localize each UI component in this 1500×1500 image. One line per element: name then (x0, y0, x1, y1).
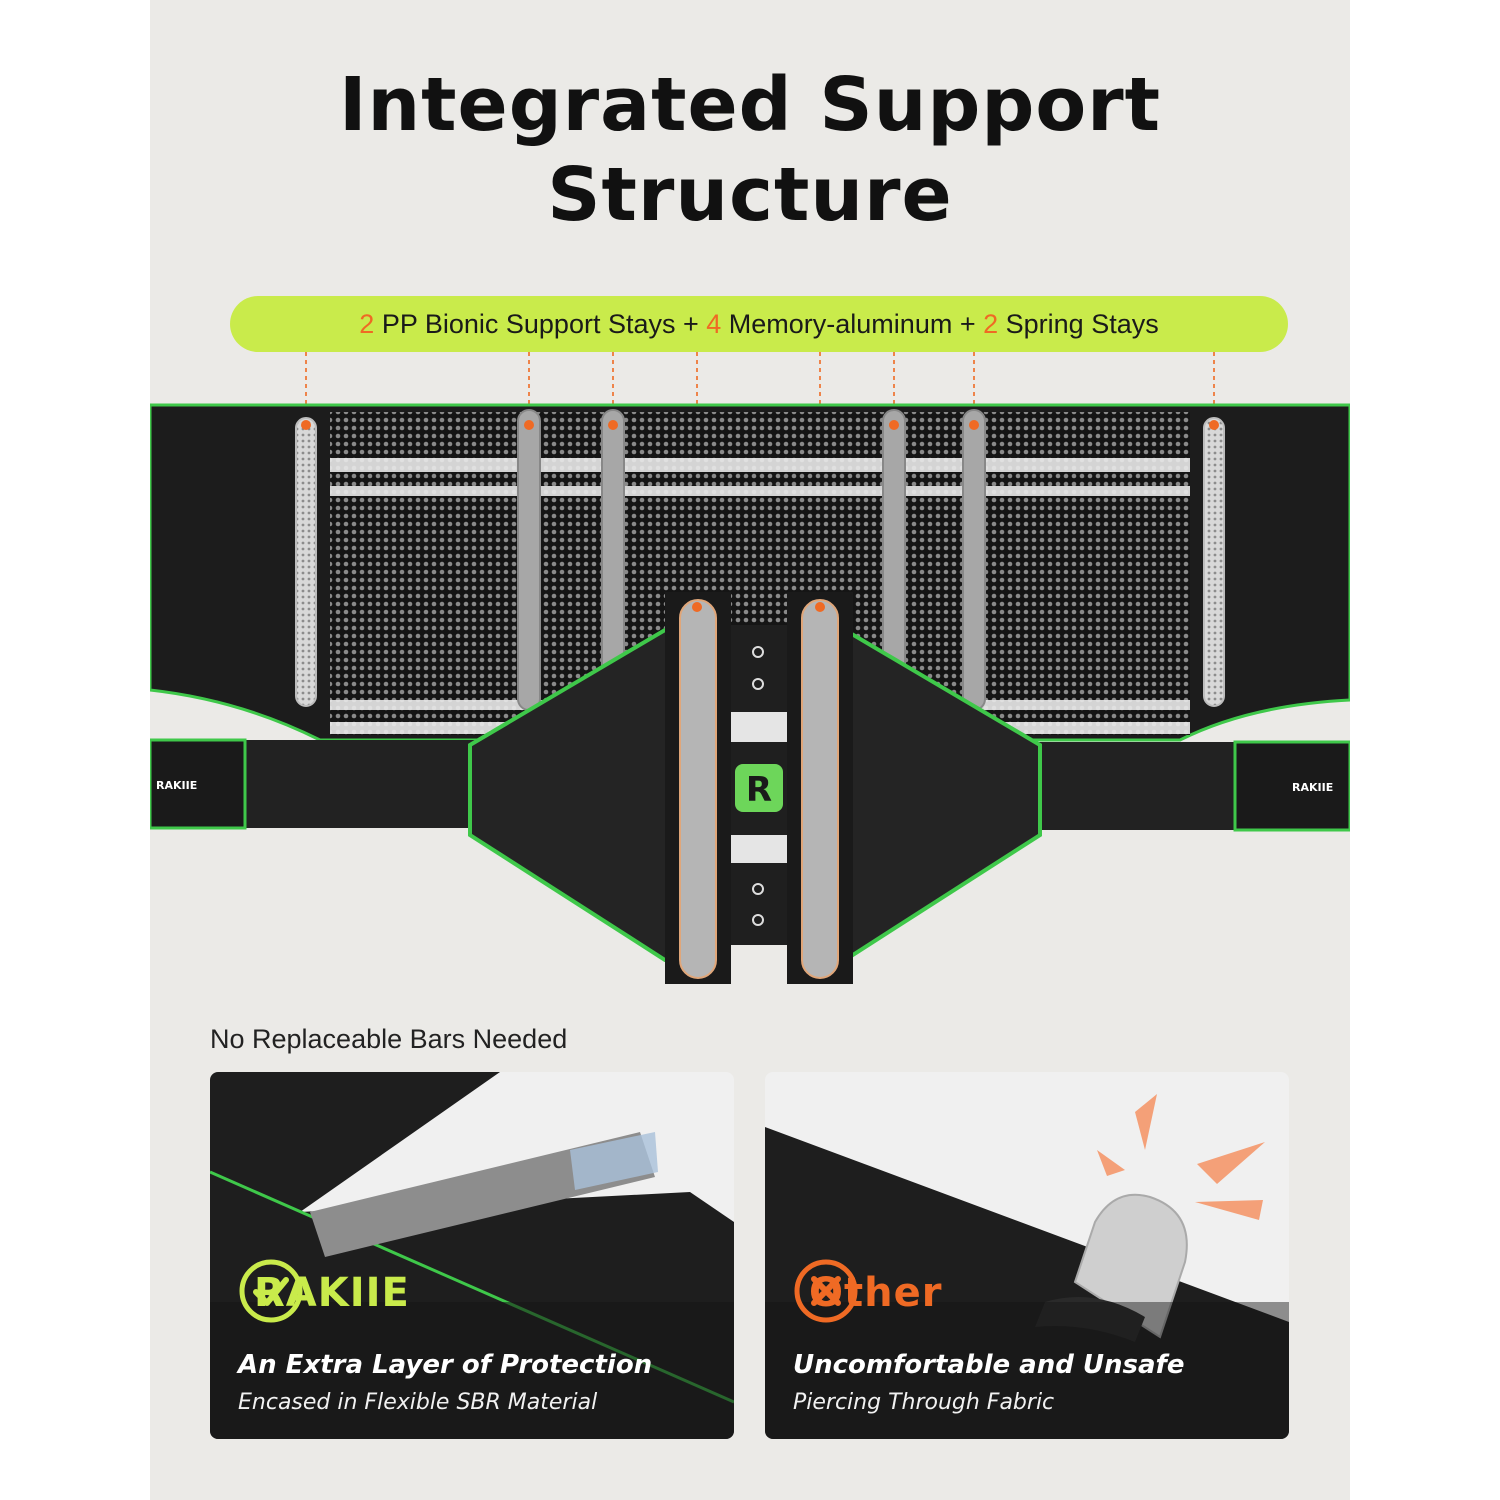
comparison-card-other: Other Uncomfortable and Unsafe Piercing … (765, 1072, 1289, 1439)
aluminum-stay-count: 4 (706, 309, 722, 339)
side-strap-right: RAKIIE (1010, 740, 1350, 832)
other-card-image (765, 1072, 1289, 1439)
spring-stay-label: Spring Stays (998, 309, 1159, 339)
burst-marks-icon (1097, 1094, 1265, 1220)
rakiie-brand-label: RAKIIE (254, 1270, 410, 1316)
back-brace-illustration: RAKIIE RAKIIE R (150, 352, 1350, 984)
product-panel: Integrated Support Structure (150, 0, 1350, 1500)
spring-stay-count: 2 (983, 309, 999, 339)
aluminum-stay-label: Memory-aluminum + (721, 309, 984, 339)
callout-dots (301, 420, 1219, 612)
title-line-2: Structure (547, 152, 953, 238)
belt-brand-right: RAKIIE (1292, 781, 1333, 794)
belt-brand-left: RAKIIE (156, 779, 197, 792)
pp-bionic-stay-right (787, 592, 853, 984)
comparison-card-rakiie: RAKIIE An Extra Layer of Protection Enca… (210, 1072, 734, 1439)
page-title: Integrated Support Structure (150, 60, 1350, 240)
rakiie-headline: An Extra Layer of Protection (238, 1350, 653, 1380)
belt-logo-badge (735, 764, 783, 812)
other-caption: Piercing Through Fabric (793, 1390, 1055, 1415)
eyelets (752, 646, 764, 926)
other-headline: Uncomfortable and Unsafe (793, 1350, 1185, 1380)
x-circle-icon (794, 1259, 858, 1323)
pp-bionic-stay-left (665, 592, 731, 984)
other-brand-row: Other (793, 1258, 942, 1328)
rakiie-caption: Encased in Flexible SBR Material (238, 1390, 598, 1415)
pp-stay-count: 2 (359, 309, 375, 339)
stays-summary-pill: 2 PP Bionic Support Stays + 4 Memory-alu… (230, 296, 1288, 352)
comparison-subhead: No Replaceable Bars Needed (210, 1024, 568, 1054)
spring-stay-left (295, 417, 317, 707)
side-strap-left: RAKIIE (150, 738, 490, 830)
pp-stay-label: PP Bionic Support Stays + (374, 309, 707, 339)
rakiie-card-image (210, 1072, 734, 1439)
rakiie-brand-row: RAKIIE (238, 1258, 410, 1328)
belt-logo-letter: R (746, 770, 772, 810)
title-line-1: Integrated Support (338, 62, 1162, 148)
spring-stay-right (1203, 417, 1225, 707)
check-circle-icon (239, 1259, 303, 1323)
